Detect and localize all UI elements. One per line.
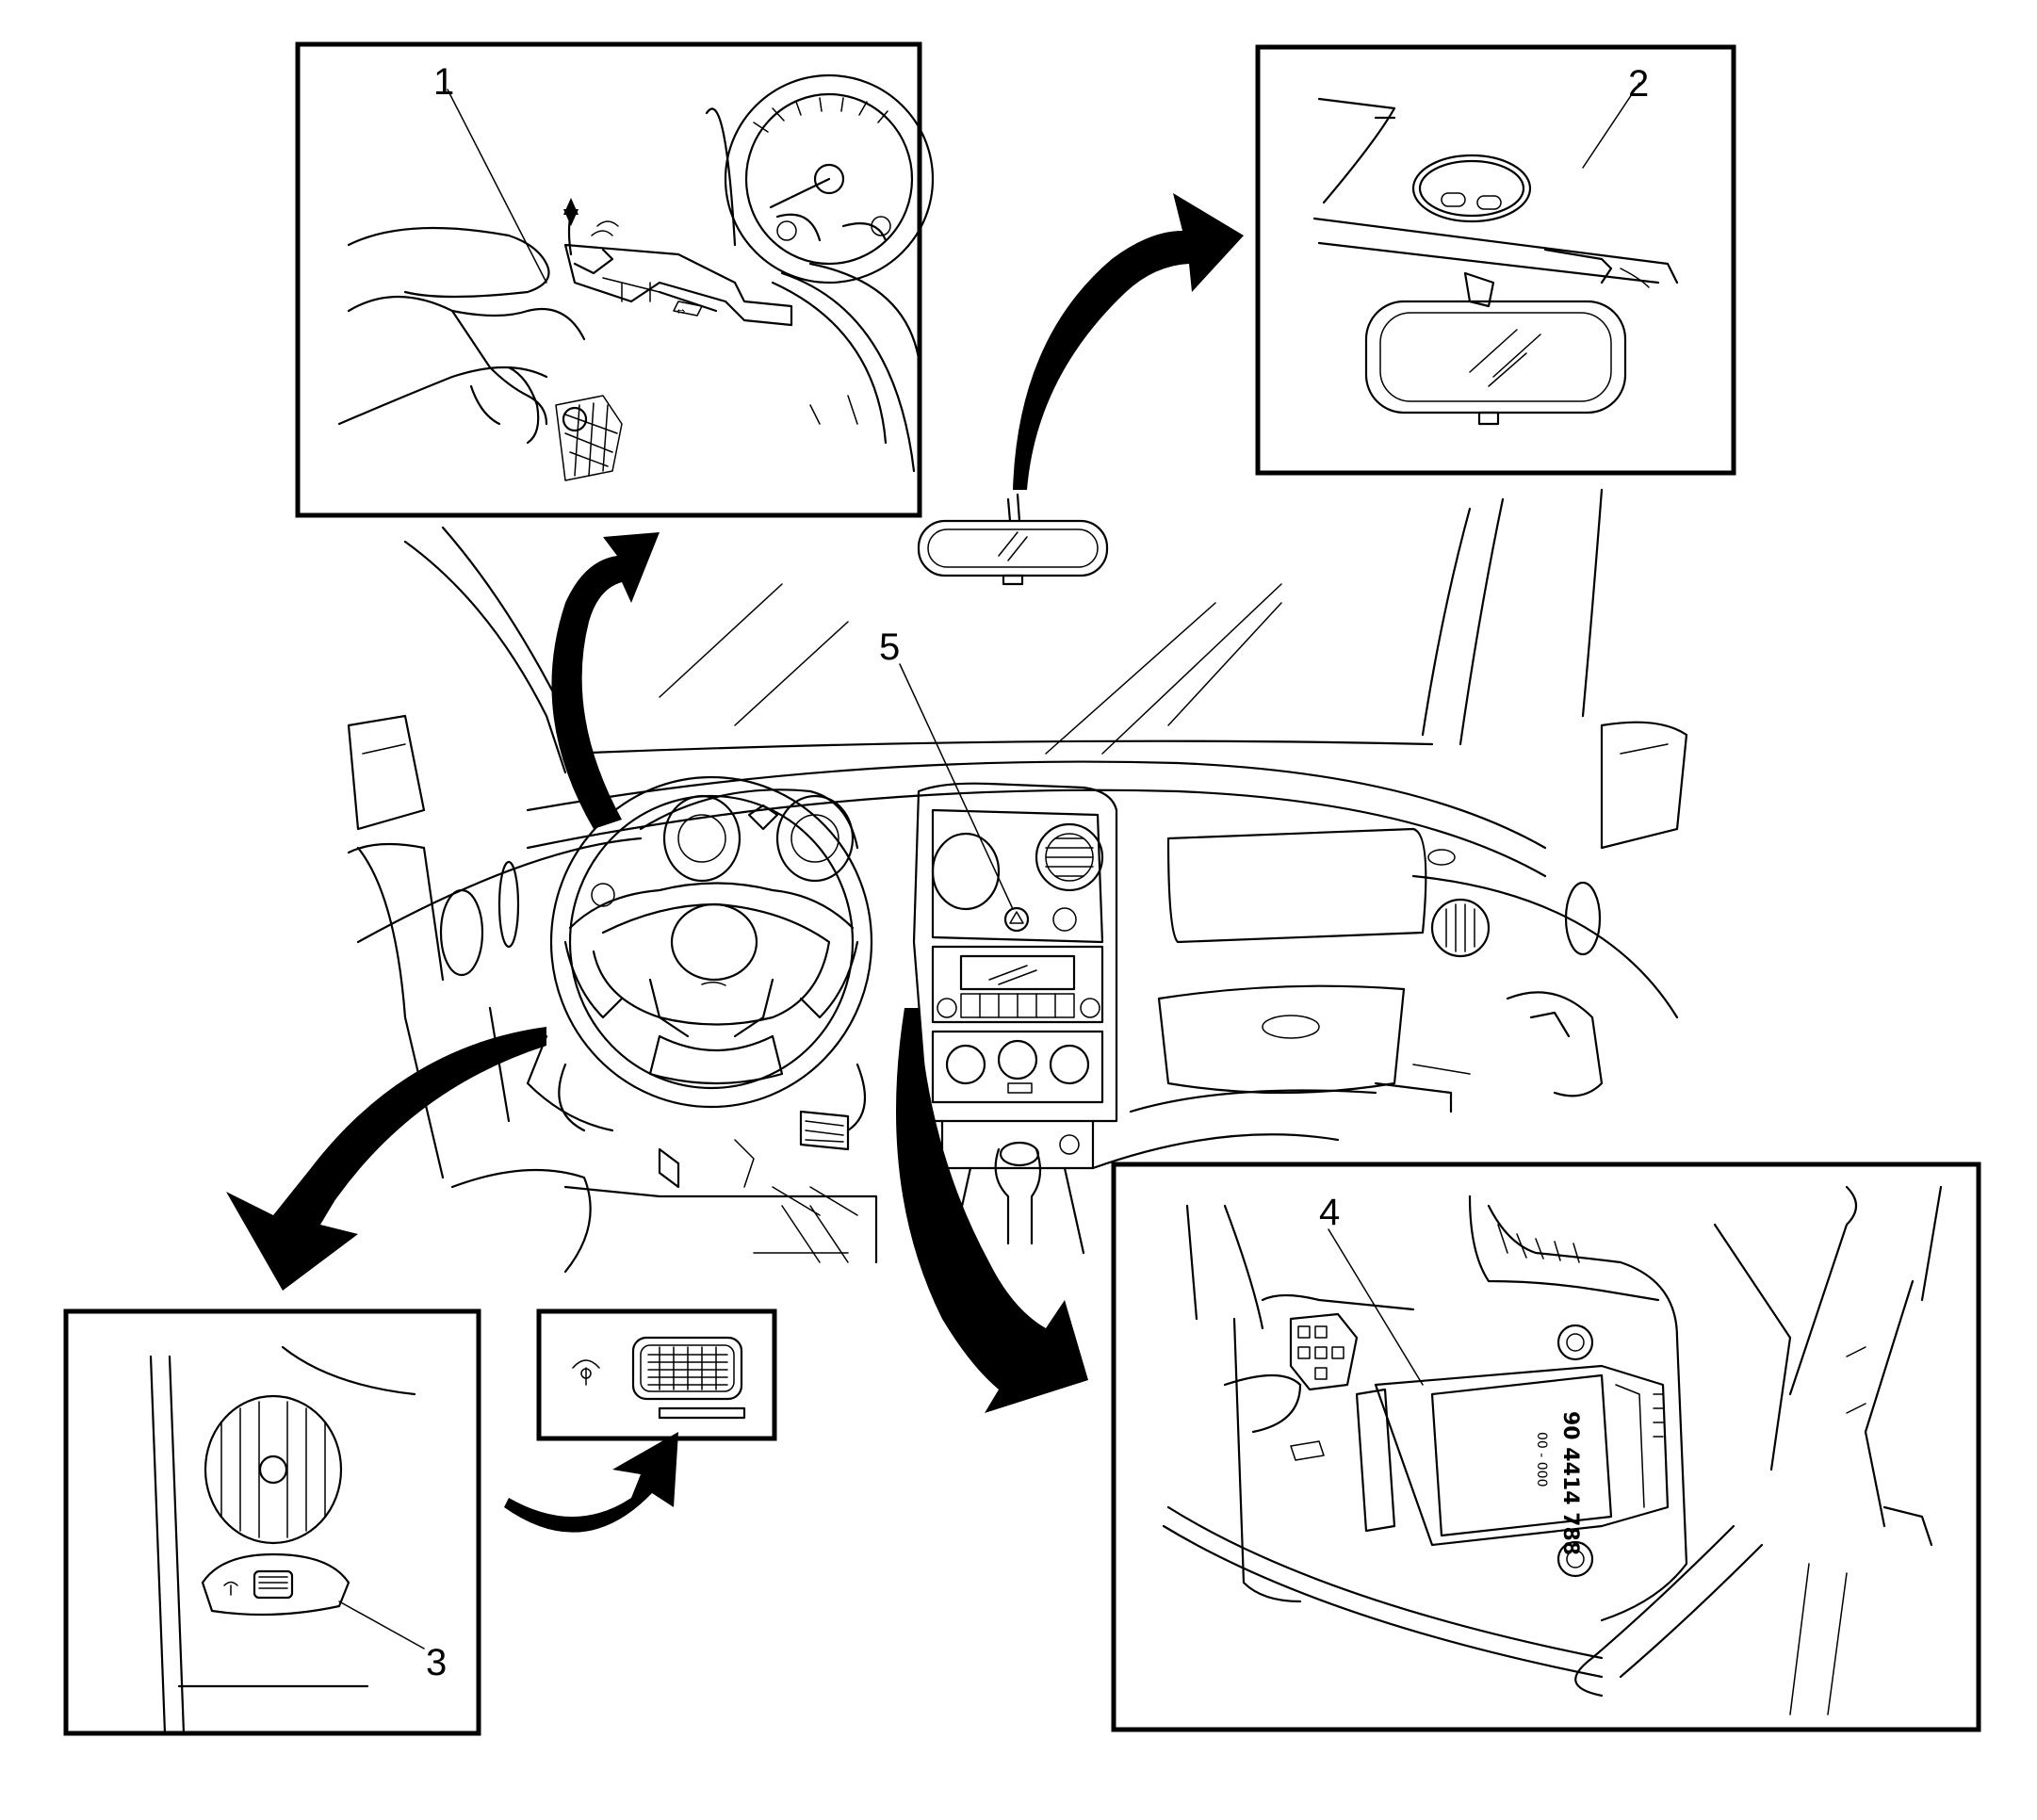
arrow-to-inset-2 (1013, 193, 1244, 490)
arrow-to-inset-1 (551, 532, 660, 829)
module-part-number: 90 4414 788 (1558, 1411, 1582, 1555)
inset-1-multifunction-switch: ⇔ 1 (295, 41, 935, 518)
arrow-to-inset-3 (226, 1027, 546, 1291)
rearview-mirror-main (917, 493, 1109, 586)
arrow-to-inset-4 (896, 1008, 1088, 1413)
locator-arrows (226, 193, 1244, 1533)
callout-5-leader (899, 663, 1014, 910)
svg-text:⇔: ⇔ (676, 305, 685, 317)
inset-2-dome-lamp: 2 (1255, 44, 1736, 476)
dimmer-closeup (536, 1308, 777, 1441)
callout-5: 5 (879, 626, 900, 668)
callout-1: 1 (433, 61, 454, 103)
inset-3-dimmer-switch: 3 (63, 1308, 481, 1736)
callout-2: 2 (1628, 63, 1649, 105)
arrow-to-dimmer-closeup (504, 1432, 678, 1533)
hazard-switch (1003, 906, 1030, 933)
callout-4: 4 (1319, 1192, 1340, 1233)
callout-3: 3 (426, 1642, 447, 1683)
dashboard-overview (347, 488, 1688, 1274)
module-sub-code: 00 - 000 (1534, 1432, 1549, 1487)
inset-4-control-module: 90 4414 788 00 - 000 4 (1111, 1162, 1981, 1732)
